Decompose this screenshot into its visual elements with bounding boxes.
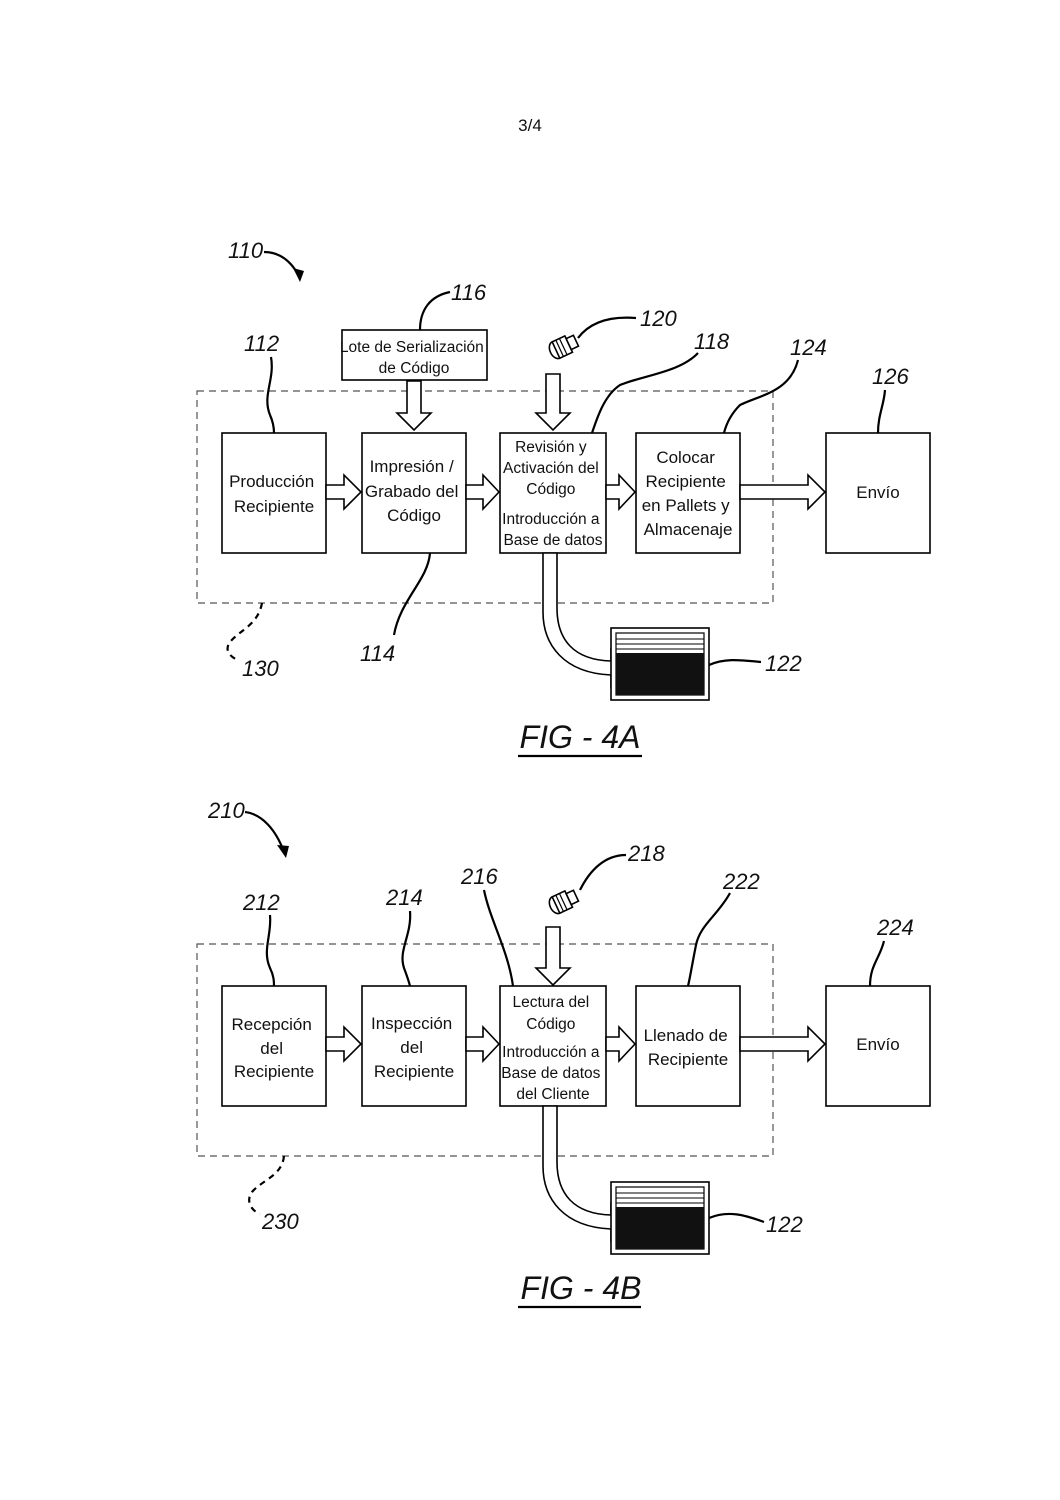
ref-230: 230 [261,1209,299,1234]
ref-130-leader [228,603,262,660]
ref-126: 126 [872,364,909,389]
ref-126-leader [878,390,885,433]
ref-222-leader [688,893,730,986]
ref-122-a-leader [709,660,761,665]
ref-216: 216 [460,864,498,889]
down-arrow-serialization [397,381,431,430]
ref-110-leader [264,252,300,278]
ref-122-b: 122 [766,1212,803,1237]
figure-4a-label: FIG - 4A [520,719,641,755]
ref-210: 210 [207,798,245,823]
ref-230-leader [249,1156,284,1214]
ref-224-leader [870,941,884,986]
arrow-214-to-216 [466,1027,499,1061]
ref-218: 218 [627,841,665,866]
ref-112: 112 [244,331,279,356]
figure-4b: 210 218 Recepción del Recipiente Inspecc… [197,798,930,1307]
box-llenado-recipiente [636,986,740,1106]
database-icon-122-b [611,1182,709,1254]
ref-122-a: 122 [765,651,802,676]
ref-222: 222 [722,869,760,894]
down-arrow-scanner-b [536,927,570,985]
arrow-124-to-126 [740,475,825,509]
down-arrow-scanner [536,374,570,430]
ref-114: 114 [360,641,395,666]
arrow-114-to-118 [466,475,499,509]
ref-116: 116 [451,280,487,305]
arrow-118-to-124 [606,475,635,509]
figure-4b-label: FIG - 4B [521,1270,642,1306]
ref-212: 212 [242,890,280,915]
ref-214-leader [402,911,410,986]
ref-110: 110 [228,238,264,263]
ref-118-leader [592,353,698,433]
figure-4a: 110 Lote de Serialización de Código 116 … [197,238,930,756]
page-number: 3/4 [518,116,542,135]
box-produccion-recipiente [222,433,326,553]
ref-130: 130 [242,656,279,681]
scanner-icon-218 [547,888,580,916]
ref-212-leader [267,915,274,986]
ref-210-arrowhead [277,845,289,858]
ref-110-arrowhead [293,268,304,282]
box-envio-b-text: Envío [856,1035,899,1054]
ref-120-leader [578,318,636,338]
ref-114-leader [394,553,430,635]
ref-218-leader [580,855,626,890]
arrow-216-to-222 [606,1027,635,1061]
scanner-icon-120 [547,333,580,361]
ref-112-leader [267,357,274,433]
arrow-112-to-114 [326,475,361,509]
ref-116-leader [420,292,450,330]
arrow-212-to-214 [326,1027,361,1061]
box-lectura-text: Lectura del Código Introducción a Base d… [501,994,604,1103]
ref-224: 224 [876,915,914,940]
ref-216-leader [484,890,513,986]
database-icon-122 [611,628,709,700]
ref-124: 124 [790,335,827,360]
arrow-222-to-224 [740,1027,825,1061]
ref-120: 120 [640,306,677,331]
ref-118: 118 [694,329,730,354]
ref-122-b-leader [709,1214,764,1222]
ref-214: 214 [385,885,423,910]
box-envio-text: Envío [856,483,899,502]
ref-124-leader [724,360,798,433]
